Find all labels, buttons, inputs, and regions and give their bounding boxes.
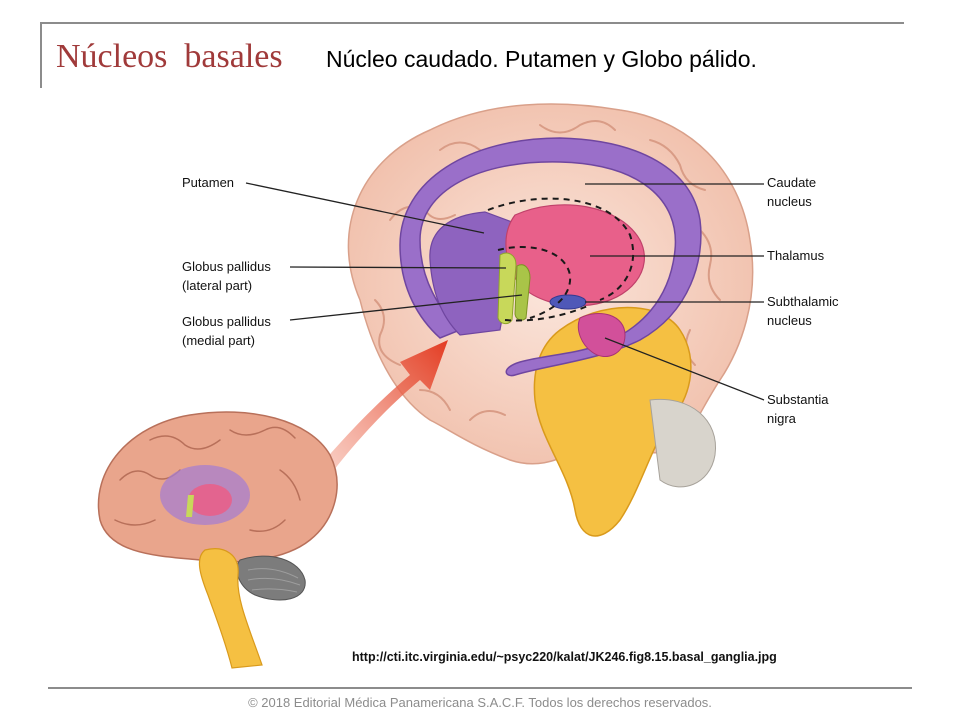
source-url: http://cti.itc.virginia.edu/~psyc220/kal… xyxy=(352,650,777,664)
label-substantia-line1: Substantia xyxy=(767,392,829,407)
dashed-outlines xyxy=(487,197,635,322)
substantia-nigra-shape xyxy=(577,313,626,357)
label-gp-medial-line2: (medial part) xyxy=(182,333,255,348)
label-substantia-line2: nigra xyxy=(767,411,797,426)
label-subthalamic-line2: nucleus xyxy=(767,313,812,328)
slide-subtitle: Núcleo caudado. Putamen y Globo pálido. xyxy=(326,46,757,72)
large-cerebellum xyxy=(649,398,717,488)
label-thalamus: Thalamus xyxy=(767,248,825,263)
frame-left-rule xyxy=(40,22,42,88)
small-brain xyxy=(97,411,338,669)
label-putamen: Putamen xyxy=(182,175,234,190)
frame-bottom-rule xyxy=(48,687,912,689)
slide-title: Núcleos basales xyxy=(56,38,283,75)
label-subthalamic-line1: Subthalamic xyxy=(767,294,839,309)
label-caudate-line2: nucleus xyxy=(767,194,812,209)
pointer-arrow xyxy=(300,340,448,500)
globus-pallidus-medial xyxy=(514,264,531,321)
label-gp-lateral-line1: Globus pallidus xyxy=(182,259,271,274)
large-brainstem xyxy=(533,306,692,537)
label-caudate-line1: Caudate xyxy=(767,175,816,190)
subthalamic-nucleus-shape xyxy=(549,294,587,310)
leader-lines xyxy=(245,182,765,401)
label-gp-lateral-line2: (lateral part) xyxy=(182,278,252,293)
globus-pallidus-lateral xyxy=(497,252,517,325)
label-gp-medial-line1: Globus pallidus xyxy=(182,314,271,329)
frame-top-rule xyxy=(40,22,904,24)
copyright-notice: © 2018 Editorial Médica Panamericana S.A… xyxy=(248,695,712,710)
